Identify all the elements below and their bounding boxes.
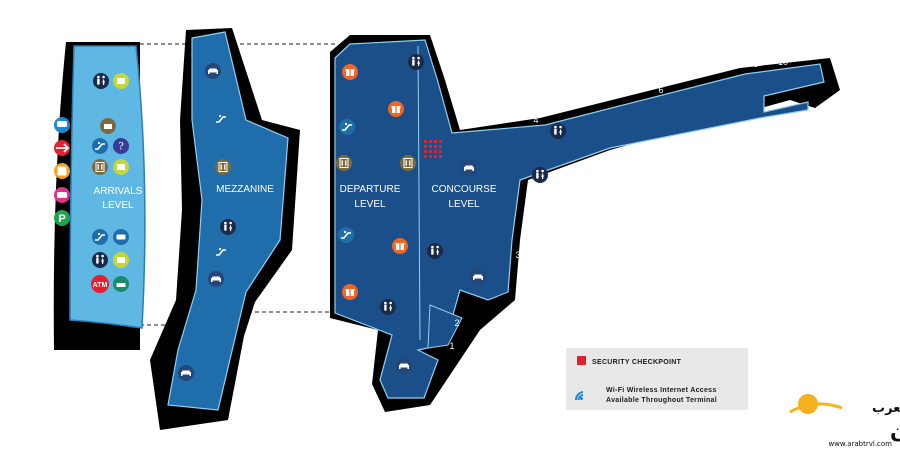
atm-icon: ATM <box>91 275 109 293</box>
gift-shop-icon <box>388 101 404 117</box>
watermark-url: www.arabtrvl.com <box>828 440 892 448</box>
wifi-legend-line2: Available Throughout Terminal <box>606 397 717 404</box>
restroom-icon <box>550 123 566 139</box>
mezzanine-label: MEZZANINE <box>216 184 274 195</box>
elevator-icon <box>215 159 231 175</box>
map-legend: SECURITY CHECKPOINT Wi-Fi Wireless Inter… <box>566 348 748 410</box>
concourse-finger-2 <box>427 304 463 349</box>
seating-icon <box>461 160 477 176</box>
restroom-icon <box>92 252 108 268</box>
gift-shop-icon <box>342 64 358 80</box>
escalator-icon <box>339 119 355 135</box>
gift-shop-icon <box>392 238 408 254</box>
watermark-line1: المسافرون <box>890 419 900 443</box>
wifi-legend-line1: Wi-Fi Wireless Internet Access <box>606 387 717 394</box>
seating-icon <box>396 358 412 374</box>
restroom-icon <box>408 54 424 70</box>
restroom-icon <box>532 167 548 183</box>
gate-8: 8 <box>753 59 758 69</box>
gate-numbers: 1 2 3 4 5 6 7 8 9 10 11 <box>449 57 795 351</box>
transport-icons: P <box>54 117 70 226</box>
gate-3: 3 <box>515 250 520 260</box>
departure-amenities <box>336 54 486 374</box>
car-rental-desk-icon <box>113 229 129 245</box>
restroom-icon <box>93 73 109 89</box>
gate-9: 9 <box>766 137 771 147</box>
legend-shadow <box>566 348 748 410</box>
gate-4: 4 <box>533 115 538 125</box>
escalator-icon <box>213 111 229 127</box>
airplane-icon <box>54 140 70 156</box>
seating-icon <box>470 269 486 285</box>
seating-icon <box>178 365 194 381</box>
car-rental-icon <box>54 117 70 133</box>
gate-5: 5 <box>608 175 613 185</box>
elevator-icon <box>92 159 108 175</box>
seating-icon <box>208 271 224 287</box>
security-checkpoint-marker <box>424 140 442 158</box>
gift-shop-icon <box>342 284 358 300</box>
elevator-icon <box>336 155 352 171</box>
departure-concourse-divider <box>417 45 421 341</box>
security-legend-swatch <box>577 356 586 365</box>
watermark-line2: العرب <box>872 401 900 416</box>
seating-icon <box>205 63 221 79</box>
escalator-icon <box>213 244 229 260</box>
gate-10: 10 <box>778 57 788 67</box>
restroom-icon <box>380 299 396 315</box>
restroom-icon <box>427 243 443 259</box>
atm-label: ATM <box>93 282 108 289</box>
gate-6: 6 <box>658 85 663 95</box>
mezzanine-amenities <box>178 63 236 381</box>
elevator-icon <box>400 155 416 171</box>
hotel-icon <box>113 276 129 292</box>
terminal-area <box>334 39 825 399</box>
gate-2: 2 <box>454 318 459 328</box>
escalator-icon <box>92 229 108 245</box>
parking-icon: P <box>54 210 70 226</box>
shop-icon <box>113 73 129 89</box>
escalator-icon <box>92 138 108 154</box>
gate-1: 1 <box>449 341 454 351</box>
restroom-icon <box>220 219 236 235</box>
concourse-amenities <box>532 123 566 183</box>
wifi-icon <box>574 391 584 401</box>
baggage-icon <box>100 118 116 134</box>
info-icon: ? <box>113 138 129 154</box>
info-glyph: ? <box>118 142 123 153</box>
shop-icon <box>113 252 129 268</box>
security-legend-label: SECURITY CHECKPOINT <box>592 359 682 366</box>
shop-icon <box>113 159 129 175</box>
arrivals-amenities: ? ATM <box>91 73 129 293</box>
escalator-icon <box>338 227 354 243</box>
watermark-logo: العرب المسافرون www.arabtrvl.com <box>789 394 900 448</box>
bus-icon <box>54 163 70 179</box>
taxi-icon <box>54 187 70 203</box>
parking-label: P <box>58 213 65 225</box>
gate-7: 7 <box>702 147 707 157</box>
gate-11: 11 <box>786 133 795 143</box>
